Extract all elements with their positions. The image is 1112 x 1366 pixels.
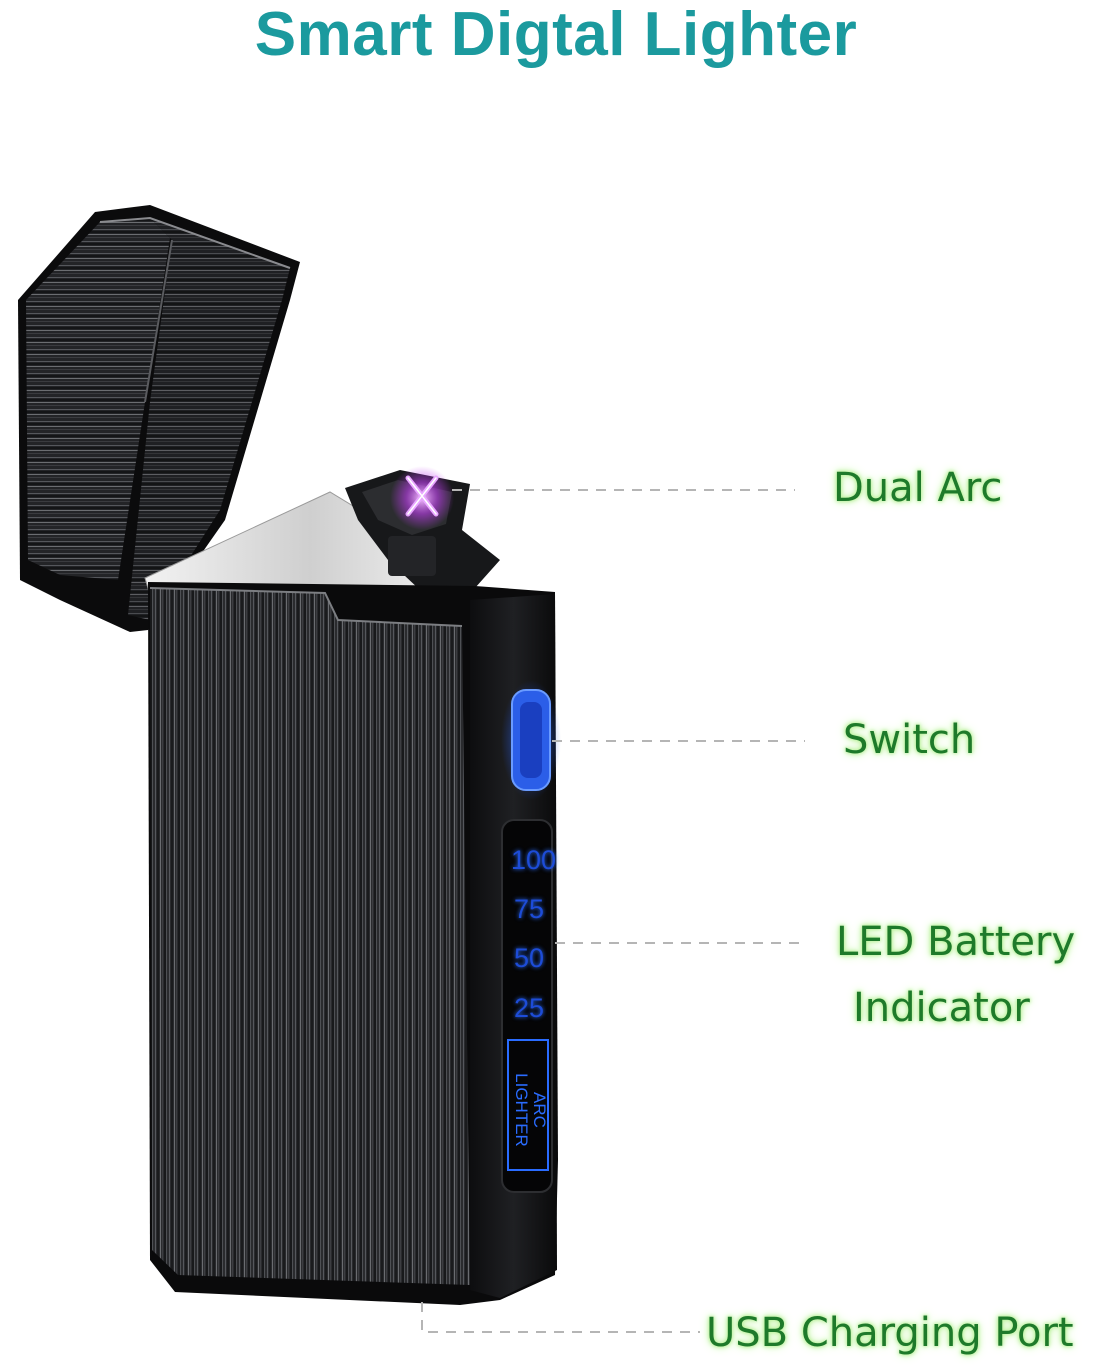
- callout-switch: Switch: [843, 717, 976, 763]
- lighter-lid: [18, 205, 300, 632]
- battery-level-100: 100: [511, 845, 557, 875]
- plasma-arc-icon: [345, 466, 500, 590]
- battery-level-75: 75: [514, 894, 545, 924]
- battery-level-50: 50: [514, 943, 545, 973]
- page-title: Smart Digtal Lighter: [254, 0, 858, 69]
- callout-battery-line2: Indicator: [853, 985, 1030, 1031]
- arc-lighter-line2: LIGHTER: [512, 1073, 531, 1147]
- callout-battery-line1: LED Battery: [836, 919, 1076, 965]
- lighter-body: [148, 582, 558, 1305]
- arc-lighter-label: ARC LIGHTER: [508, 1045, 549, 1175]
- callout-usb: USB Charging Port: [706, 1310, 1074, 1356]
- leader-line-usb: [421, 1302, 700, 1333]
- callout-dual-arc: Dual Arc: [833, 465, 1003, 511]
- battery-panel: [501, 819, 553, 1193]
- arc-lighter-badge: [507, 1039, 549, 1171]
- arc-lighter-line1: ARC: [530, 1092, 549, 1128]
- battery-level-25: 25: [514, 993, 545, 1023]
- switch-button-icon: [501, 680, 561, 800]
